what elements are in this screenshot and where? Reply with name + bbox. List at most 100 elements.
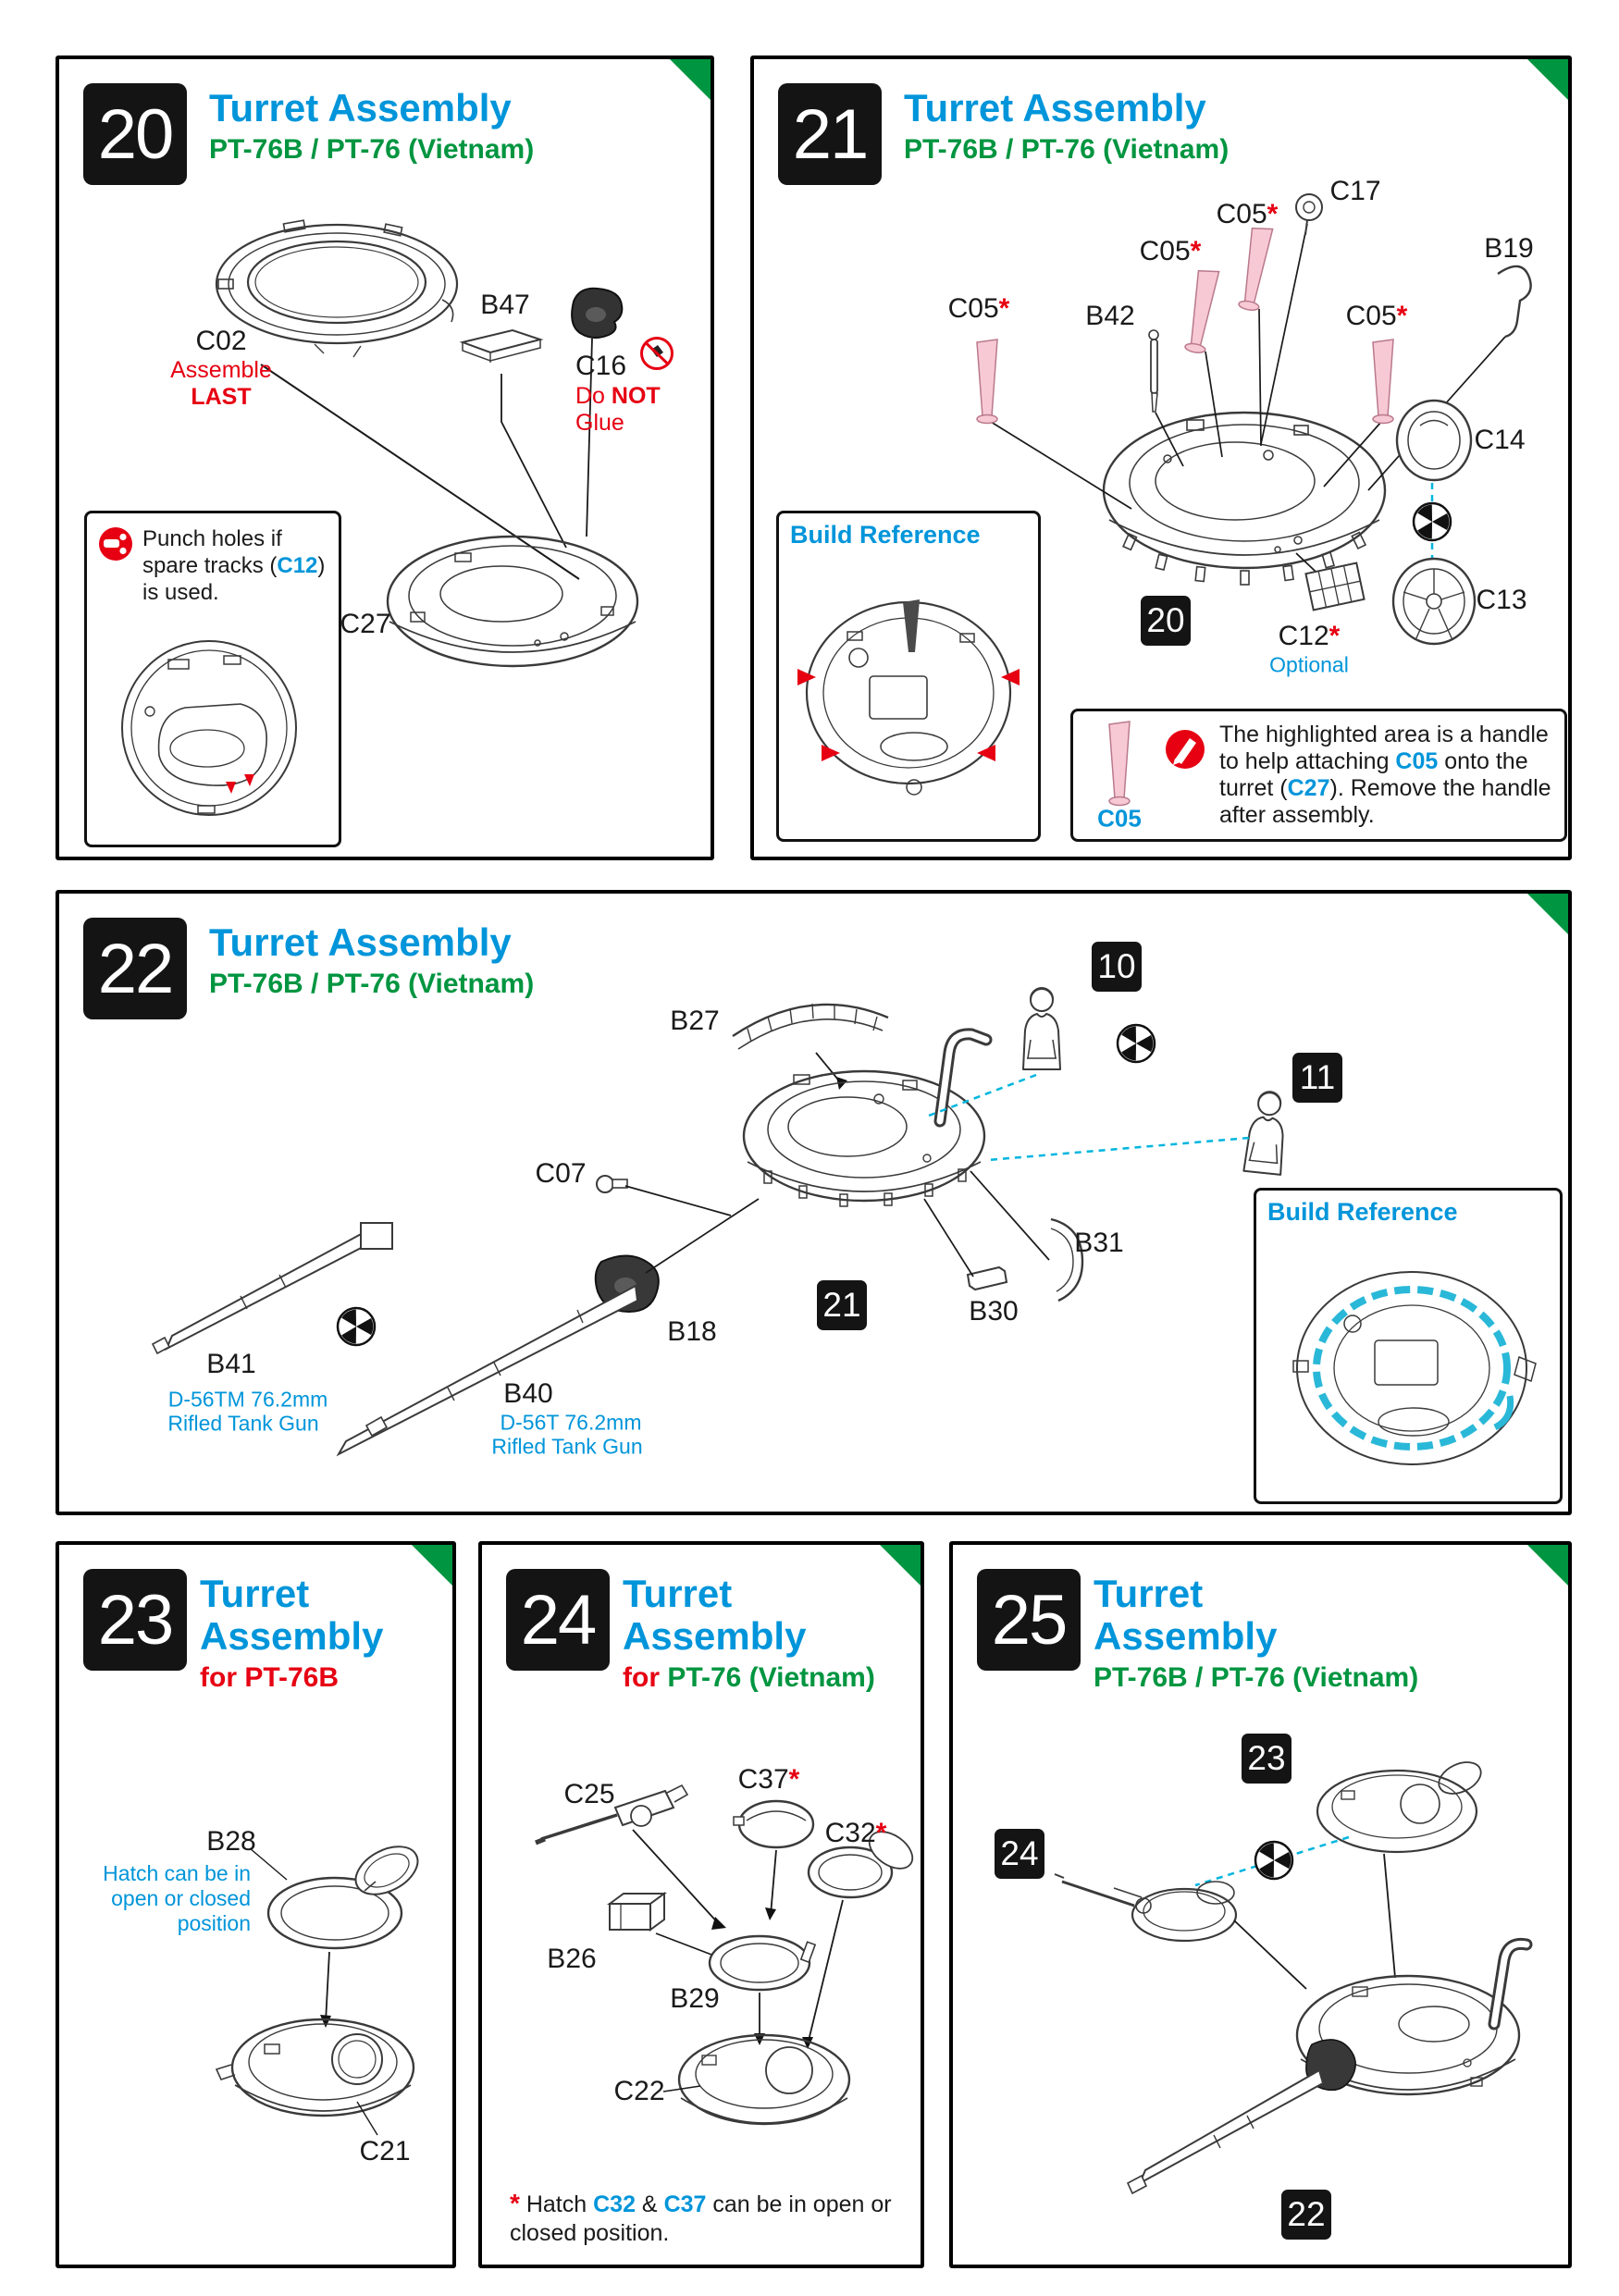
- subassembly-23-drawing: [1316, 1761, 1482, 1854]
- step-24-diagram: [535, 1784, 914, 2126]
- assembly-line: [260, 364, 580, 580]
- label-pointer-line: [662, 2085, 701, 2092]
- part-code: C32: [824, 1818, 876, 1848]
- c05-handle-drawing: [1237, 225, 1274, 313]
- turret-bottom-drawing: [121, 640, 297, 816]
- part-b30-drawing: [966, 1265, 1008, 1291]
- step-20-panel: 20 Turret Assembly PT-76B / PT-76 (Vietn…: [56, 56, 714, 860]
- build-reference-drawing: [1292, 1271, 1537, 1465]
- part-label-c21: C21: [359, 2136, 411, 2166]
- part-c27-drawing: [386, 535, 639, 668]
- assembly-line: [1233, 1920, 1307, 1990]
- part-b47-drawing: [459, 328, 544, 363]
- step-number-badge: 22: [83, 918, 187, 1019]
- gun-name-note: Rifled Tank Gun: [167, 1411, 319, 1436]
- part-c17-drawing: [1295, 193, 1323, 236]
- movable-parts-icon: [1254, 1840, 1294, 1881]
- part-c32-drawing: [807, 1831, 914, 1899]
- part-label-c37: C37*: [738, 1766, 800, 1794]
- subtitle-model: PT-76 (Vietnam): [667, 1662, 875, 1693]
- step-subtitle: PT-76B / PT-76 (Vietnam): [904, 134, 1230, 165]
- part-label-c05: C05*: [948, 295, 1010, 323]
- part-label-c14: C14: [1474, 425, 1526, 455]
- movable-parts-icon: [1412, 501, 1452, 542]
- optional-asterisk: *: [788, 1764, 800, 1795]
- build-reference-title: Build Reference: [790, 521, 981, 549]
- part-label-c13: C13: [1476, 585, 1527, 615]
- no-glue-note: NOT: [611, 383, 661, 409]
- part-b28-drawing: [266, 1845, 419, 1950]
- label-pointer-line: [356, 2101, 378, 2136]
- subtitle-for: for: [623, 1662, 668, 1693]
- assembly-line: [807, 1899, 844, 2045]
- part-c12-drawing: [1304, 562, 1366, 611]
- red-arrow-icon: [244, 774, 254, 786]
- assembly-line: [632, 1829, 722, 1927]
- step-subtitle: for PT-76B: [200, 1662, 431, 1694]
- turret-drawing: [742, 1069, 986, 1207]
- hatch-footnote: * Hatch C32 & C37 can be in open or clos…: [510, 2189, 913, 2248]
- part-b29-drawing: [708, 1934, 817, 1992]
- highlighted-snorkel-drawing: [1493, 1395, 1514, 1431]
- gun-barrel-drawing: [1126, 2068, 1325, 2195]
- note-text: Punch holes if spare tracks (: [142, 526, 282, 578]
- build-reference-title: Build Reference: [1267, 1198, 1458, 1226]
- step-title: Turret Assembly: [209, 920, 512, 964]
- assemble-last-note: LAST: [191, 384, 252, 410]
- step-ref-badge-21: 21: [817, 1280, 867, 1330]
- note-text: The highlighted area is a handle to help…: [1219, 722, 1549, 774]
- figure-ref-badge-10: 10: [1092, 942, 1142, 992]
- c05-handle-icon: [1108, 721, 1131, 807]
- optional-asterisk: *: [1190, 236, 1202, 266]
- footnote-asterisk: *: [510, 2189, 520, 2217]
- part-c02-drawing: [215, 219, 459, 358]
- part-c14-drawing: [1395, 399, 1473, 482]
- assembly-line: [645, 1198, 760, 1274]
- part-b26-drawing: [606, 1892, 668, 1932]
- part-label-c22: C22: [613, 2076, 665, 2106]
- part-ref-c05: C05: [1395, 748, 1439, 774]
- highlighted-ring-drawing: [1313, 1286, 1511, 1450]
- c05-handle-drawing: [1372, 339, 1394, 425]
- step-header: Turret Assembly PT-76B / PT-76 (Vietnam): [1094, 1573, 1419, 1694]
- c05-handle-drawing: [1183, 267, 1220, 355]
- step-header: Turret Assembly for PT-76 (Vietnam): [623, 1573, 875, 1694]
- step-25-panel: 25 Turret Assembly PT-76B / PT-76 (Vietn…: [949, 1541, 1572, 2268]
- movable-parts-icon: [1116, 1023, 1156, 1064]
- part-b27-drawing: [732, 1003, 889, 1050]
- corner-triangle: [879, 1545, 921, 1586]
- optional-note: Optional: [1269, 652, 1349, 677]
- part-label-c27: C27: [340, 609, 391, 639]
- step-number-badge: 25: [977, 1569, 1081, 1671]
- assembly-line: [970, 1170, 1050, 1261]
- optional-asterisk: *: [1329, 621, 1341, 651]
- step-header: Turret Assembly PT-76B / PT-76 (Vietnam): [209, 87, 534, 166]
- assembly-line: [325, 1951, 330, 2023]
- part-b41-drawing: [151, 1222, 393, 1355]
- step-title: Turret Assembly: [904, 86, 1206, 130]
- step-subtitle: PT-76B / PT-76 (Vietnam): [1094, 1662, 1419, 1693]
- optional-asterisk: *: [875, 1818, 887, 1848]
- part-label-c25: C25: [563, 1779, 615, 1809]
- step-ref-badge-23: 23: [1242, 1734, 1291, 1784]
- part-label-c17: C17: [1329, 176, 1381, 206]
- part-b40-drawing: [336, 1284, 639, 1457]
- assembly-line: [586, 338, 593, 537]
- part-c37-drawing: [733, 1799, 815, 1849]
- note-text: can be in open or closed position.: [510, 2191, 892, 2246]
- part-code: C05: [1216, 199, 1267, 229]
- part-b31-drawing: [1050, 1217, 1084, 1302]
- step-title: Turret Assembly: [209, 86, 512, 130]
- step-22-diagram: [151, 987, 1291, 1457]
- no-glue-note: Do: [575, 383, 612, 409]
- arrowhead: [711, 1917, 726, 1930]
- part-label-c07: C07: [535, 1158, 587, 1189]
- optional-asterisk: *: [1396, 301, 1408, 331]
- build-reference-box: Build Reference: [776, 511, 1041, 842]
- subtitle-for: for: [200, 1662, 245, 1693]
- part-label-c05: C05*: [1217, 201, 1279, 228]
- movable-parts-icon: [336, 1306, 377, 1347]
- attached-handle-drawing: [903, 599, 920, 652]
- step-header: Turret Assembly PT-76B / PT-76 (Vietnam): [904, 87, 1229, 166]
